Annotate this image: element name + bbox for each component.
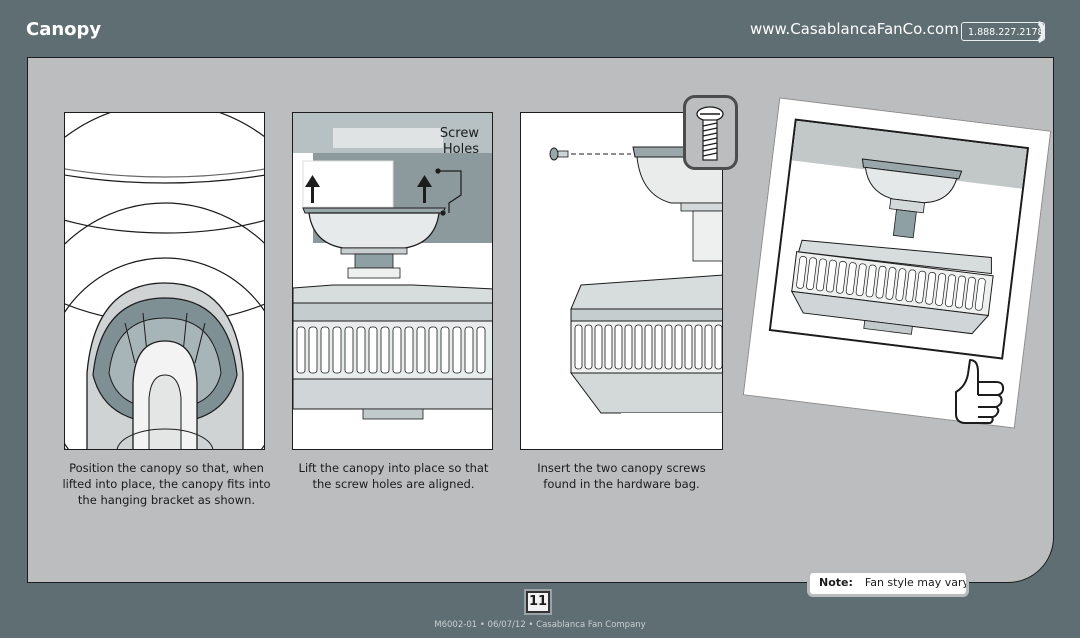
step-1-illustration — [64, 112, 265, 450]
thumbs-up-icon — [955, 359, 1005, 424]
phone-number: 1.888.227.2178 — [968, 27, 1044, 38]
section-title: Canopy — [26, 19, 102, 40]
page-number: 11 — [524, 589, 552, 615]
phone-handset-icon — [1038, 21, 1045, 43]
step-2-caption: Lift the canopy into place so that the s… — [298, 461, 489, 491]
callout-holes-label: Holes — [443, 142, 479, 157]
finished-canopy-photo — [768, 118, 1030, 360]
finished-result-photo-card — [742, 97, 1052, 429]
note-box: Note: Fan style may vary — [807, 570, 969, 597]
website-link[interactable]: www.CasablancaFanCo.com — [750, 20, 959, 38]
footer-text: M6002-01 • 06/07/12 • Casablanca Fan Com… — [434, 620, 646, 630]
step-3-illustration — [520, 112, 723, 450]
note-label: Note: — [819, 576, 853, 589]
screw-detail-badge — [683, 95, 738, 170]
screw-icon — [696, 106, 724, 161]
step-3-caption: Insert the two canopy screws found in th… — [537, 461, 706, 491]
note-text: Fan style may vary — [864, 576, 969, 589]
step-1-caption: Position the canopy so that, when lifted… — [62, 461, 271, 507]
screw-icon — [549, 147, 569, 161]
canopy-lift-drawing: Screw Holes — [293, 113, 492, 449]
canopy-screws-drawing — [521, 113, 722, 449]
step-2-illustration: Screw Holes — [292, 112, 493, 450]
callout-screw-label: Screw — [440, 126, 479, 141]
canopy-bottom-view-drawing — [65, 113, 264, 449]
phone-number-box: 1.888.227.2178 — [961, 21, 1045, 43]
